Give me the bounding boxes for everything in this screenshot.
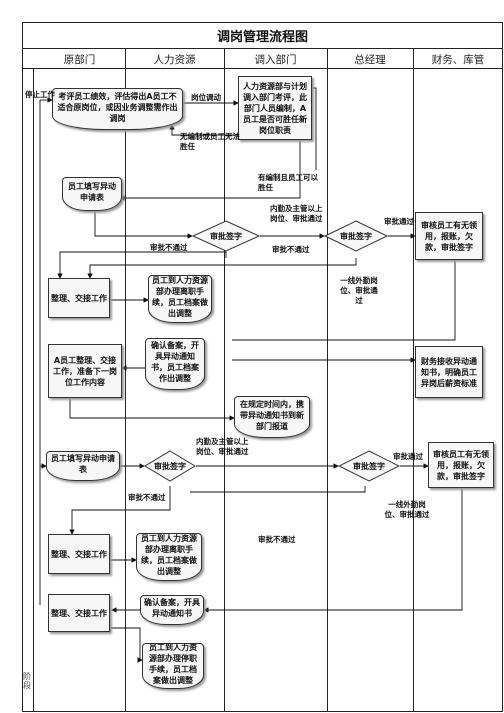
label-reject-a: 审批不通过 (150, 243, 188, 252)
lane-header-gm: 总经理 (354, 53, 386, 66)
label-pass-b: 审批通过 (393, 452, 423, 461)
node-hr-resign3: 员工到人力资源部办理停职手续，员工档案做出调整 (142, 643, 204, 689)
lane-header-hr: 人力资源 (153, 53, 196, 66)
flowchart-frame (22, 22, 503, 712)
flowchart-title: 调岗管理流程图 (22, 22, 503, 49)
label-transfer: 岗位调动 (191, 93, 221, 102)
node-apply2: 员工填写异动申请表 (46, 451, 120, 481)
node-apply1: 员工填写异动申请表 (62, 177, 122, 211)
label-frontline-b: 一线外勤岗位、审批通过 (384, 500, 430, 519)
label-no-staff: 无编制或员工无法胜任 (180, 132, 240, 151)
node-plan: 人力资源部与计划调入部门考评，此部门人员编制，A员工是否可胜任新岗位职责 (238, 76, 312, 140)
node-confirm2: 确认备案，开具异动通知书 (140, 595, 204, 625)
label-reject-c: 审批不通过 (128, 493, 166, 502)
node-approve1-gm: 审批签字 (324, 220, 388, 252)
label-reject-b: 审批不通过 (272, 245, 310, 254)
label-reject-d: 审批不通过 (258, 535, 296, 544)
lane-divider (413, 49, 414, 712)
label-mid-level: 内勤及主管以上岗位、审批通过 (270, 204, 323, 223)
node-handover-a: A员工整理、交接工作，准备下一岗位工作内容 (48, 344, 122, 398)
lane-header-receiving-dept: 调入部门 (254, 53, 297, 66)
node-handover3: 整理、交接工作 (48, 594, 110, 632)
node-hr-resign2: 员工到人力资源部办理离职手续，员工档案做出调整 (136, 533, 202, 581)
label-stop-work: 停止工作 (25, 90, 55, 99)
lane-divider (125, 49, 126, 712)
lane-divider (327, 49, 328, 712)
node-evaluate: 考评员工绩效，评估得出A员工不适合原岗位，或因业务调整需作出调岗 (52, 88, 183, 130)
stage-label: 阶段 (23, 672, 31, 690)
node-approve1-dept: 审批签字 (192, 220, 260, 252)
node-approve2-hr: 审批签字 (144, 450, 196, 482)
label-has-staff: 有编制且员工可以胜任 (258, 173, 318, 192)
node-report: 在规定时间内，携带异动通知书到新部门报道 (234, 396, 310, 438)
stage-column (22, 69, 34, 712)
node-confirm1: 确认备案，开具异动通知书，员工档案作出调整 (145, 338, 205, 390)
lane-header-origin-dept: 原部门 (63, 53, 96, 66)
label-mid-level2: 内勤及主管以上岗位、审批通过 (196, 437, 249, 456)
lane-header-finance: 财务、库管 (431, 53, 485, 66)
node-approve2-gm: 审批签字 (338, 450, 400, 482)
label-pass-a: 审批通过 (384, 217, 414, 226)
label-frontline-a: 一线外勤岗位、审批通过 (340, 276, 378, 305)
node-hr-resign1: 员工到人力资源部办理离职手续，员工档案做出调整 (148, 275, 212, 323)
node-handover1: 整理、交接工作 (48, 278, 110, 318)
node-finance2: 审核员工有无领用，报账，欠款，审批签字 (428, 442, 494, 488)
node-handover2: 整理、交接工作 (48, 534, 110, 574)
lane-header-row (22, 49, 503, 69)
node-finance1: 审核员工有无领用，报账，欠款，审批签字 (415, 212, 483, 260)
node-finance-notice: 财务接收异动通知书，明确员工异岗后薪资标准 (415, 346, 483, 398)
lane-divider (224, 49, 225, 712)
